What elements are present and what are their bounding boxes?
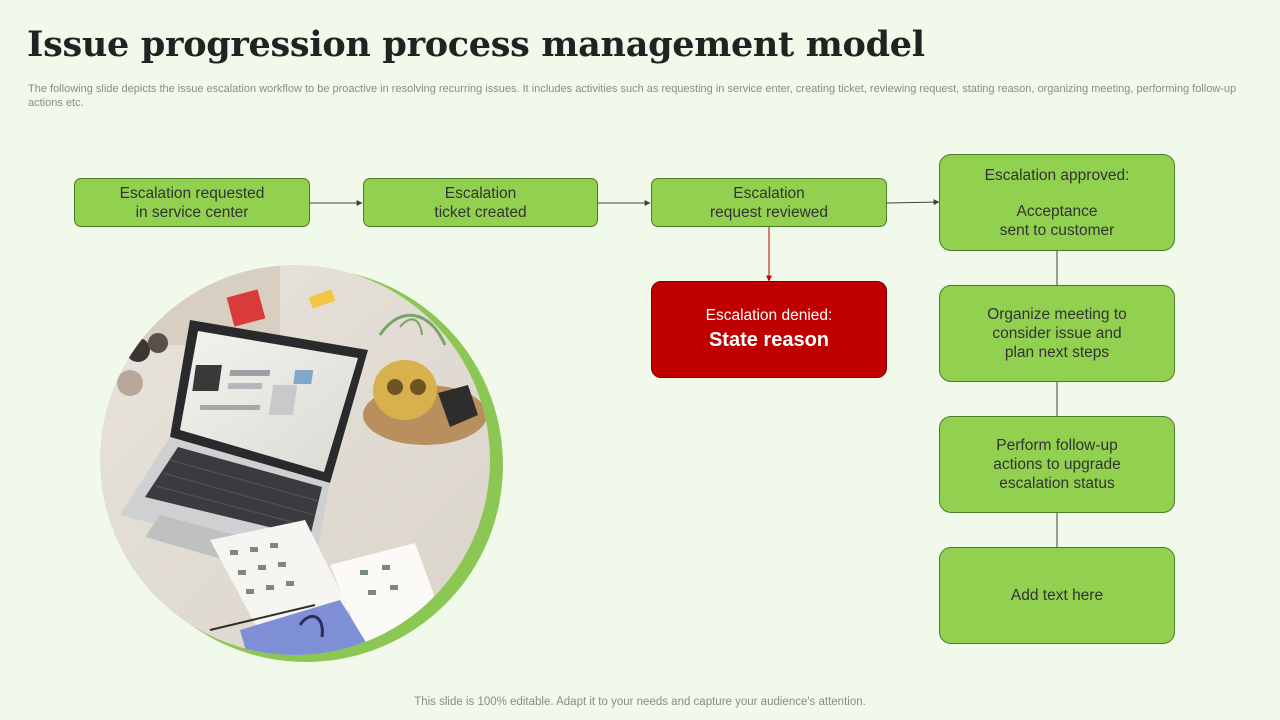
- step-line: Perform follow-up: [996, 437, 1118, 454]
- step-escalation-denied: Escalation denied: State reason: [651, 281, 887, 378]
- page-title: Issue progression process management mod…: [27, 24, 925, 65]
- approved-detail: Acceptance: [1016, 203, 1098, 220]
- step-escalation-requested: Escalation requested in service center: [74, 178, 310, 227]
- denied-emphasis: State reason: [708, 329, 830, 351]
- step-line: actions to upgrade: [993, 456, 1121, 473]
- step-line: Escalation: [733, 184, 805, 202]
- step-request-reviewed: Escalation request reviewed: [651, 178, 887, 227]
- step-line: Add text here: [1010, 587, 1104, 604]
- footer-note: This slide is 100% editable. Adapt it to…: [414, 696, 866, 708]
- step-line: Escalation requested: [119, 184, 265, 202]
- step-add-text-placeholder: Add text here: [939, 547, 1175, 644]
- step-line: in service center: [135, 203, 249, 221]
- step-line: Organize meeting to: [987, 306, 1127, 323]
- page-subtitle: The following slide depicts the issue es…: [28, 83, 1237, 109]
- arrow-reviewed-to-approved: [886, 199, 940, 206]
- approved-label: Escalation approved:: [984, 167, 1130, 184]
- step-follow-up-actions: Perform follow-up actions to upgrade esc…: [939, 416, 1175, 513]
- step-escalation-approved: Escalation approved: Acceptance sent to …: [939, 154, 1175, 251]
- step-ticket-created: Escalation ticket created: [363, 178, 598, 227]
- step-line: Escalation: [444, 184, 517, 202]
- step-line: plan next steps: [1004, 344, 1110, 361]
- step-line: ticket created: [434, 203, 527, 221]
- laptop-desk-photo: [100, 265, 503, 662]
- step-organize-meeting: Organize meeting to consider issue and p…: [939, 285, 1175, 382]
- step-line: consider issue and: [992, 325, 1122, 342]
- step-line: request reviewed: [709, 203, 829, 221]
- approved-detail: sent to customer: [999, 222, 1115, 239]
- denied-label: Escalation denied:: [705, 307, 833, 324]
- step-line: escalation status: [999, 475, 1115, 492]
